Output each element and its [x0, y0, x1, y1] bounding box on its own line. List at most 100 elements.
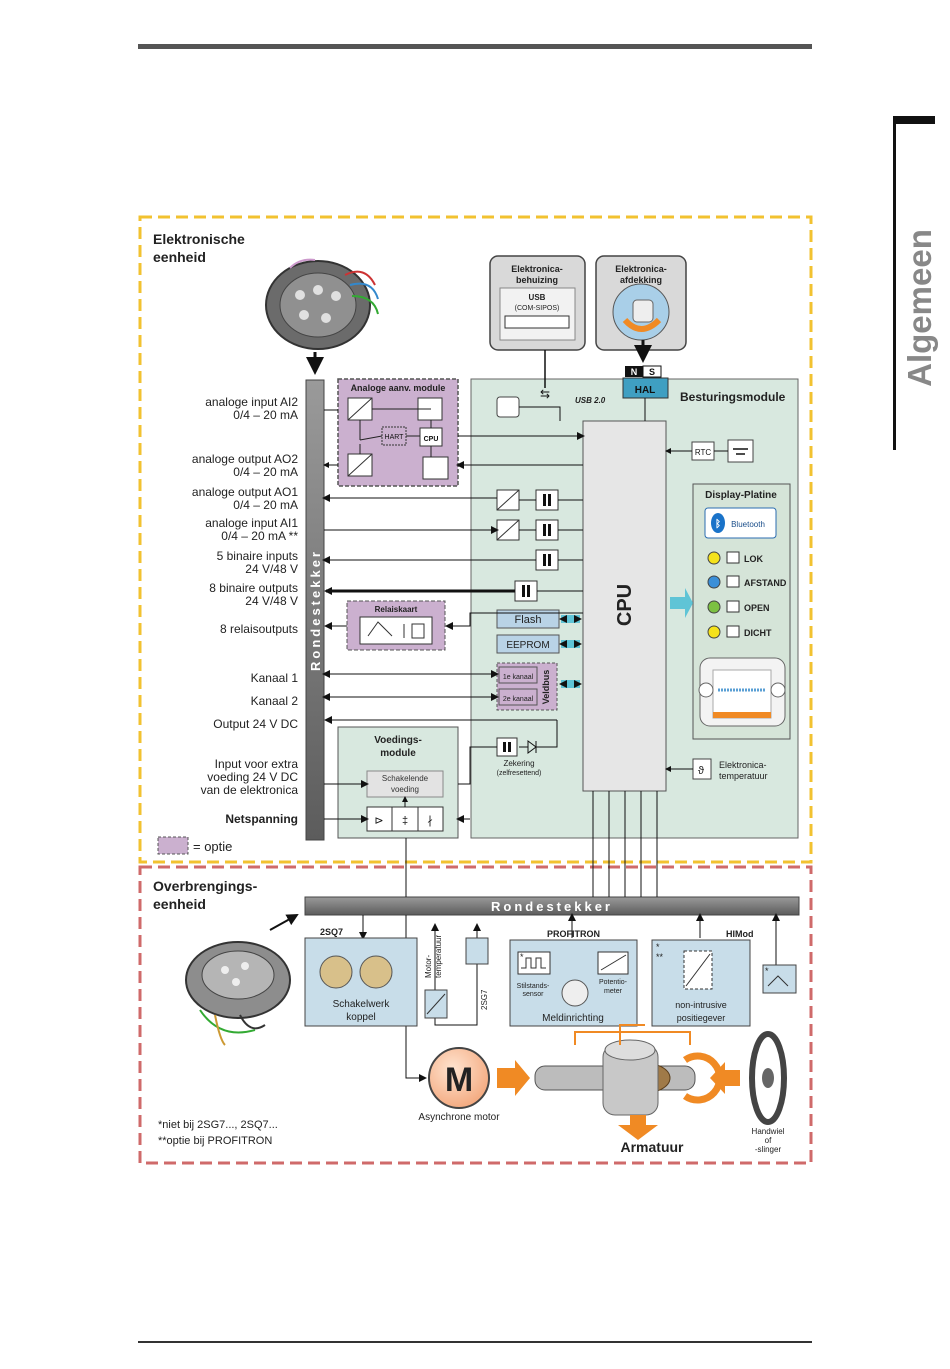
svg-text:RTC: RTC	[695, 448, 712, 457]
io-label-sub: 0/4 – 20 mA	[233, 465, 298, 479]
mains-label: Netspanning	[225, 812, 298, 826]
usb-port-icon	[496, 396, 520, 418]
svg-text:Zekering: Zekering	[503, 759, 534, 768]
svg-text:Elektronica-: Elektronica-	[511, 264, 563, 274]
io-label-sub: 0/4 – 20 mA	[233, 498, 298, 512]
svg-text:-slinger: -slinger	[755, 1145, 782, 1154]
svg-text:‡: ‡	[402, 815, 408, 827]
bluetooth-badge	[704, 507, 777, 539]
svg-text:of: of	[765, 1136, 772, 1145]
io-label: 8 binaire outputs	[209, 581, 298, 595]
svg-text:2SQ7: 2SQ7	[320, 927, 343, 937]
motor	[428, 1047, 490, 1109]
io-label: analoge output AO2	[192, 452, 298, 466]
opto-binary-inputs	[535, 549, 559, 571]
svg-text:eenheid: eenheid	[153, 249, 206, 265]
svg-text:sensor: sensor	[522, 991, 544, 998]
io-label: Output 24 V DC	[213, 717, 298, 731]
svg-text:1e kanaal: 1e kanaal	[503, 674, 534, 681]
opto-ai1	[535, 519, 559, 541]
indicator-label: LOK	[744, 554, 763, 564]
io-label: analoge input AI2	[205, 395, 298, 409]
svg-text:Elektronica-: Elektronica-	[615, 264, 667, 274]
svg-text:Bluetooth: Bluetooth	[731, 520, 765, 529]
transmission-unit-title: Overbrengings-	[153, 878, 258, 894]
indicator-icon	[726, 551, 740, 564]
io-label: analoge input AI1	[205, 516, 298, 530]
svg-text:2SG7: 2SG7	[480, 989, 489, 1010]
indicator-led	[707, 575, 721, 589]
indicator-label: DICHT	[744, 628, 772, 638]
svg-text:HART: HART	[385, 434, 405, 441]
svg-text:voeding: voeding	[391, 785, 419, 794]
usb-icon: ⇆	[540, 387, 550, 401]
adc-block-ao1	[496, 489, 520, 511]
indicator-label: AFSTAND	[744, 578, 787, 588]
svg-text:Elektronica-: Elektronica-	[719, 760, 767, 770]
switching-supply	[366, 770, 444, 798]
svg-text:HIMod: HIMod	[726, 929, 754, 939]
svg-text:**: **	[656, 952, 664, 962]
io-label: Kanaal 2	[251, 694, 299, 708]
svg-text:Display-Platine: Display-Platine	[705, 490, 777, 501]
indicator-icon	[726, 600, 740, 613]
svg-text:CPU: CPU	[424, 436, 439, 443]
io-label: analoge output AO1	[192, 485, 298, 499]
svg-text:eenheid: eenheid	[153, 896, 206, 912]
svg-text:Stilstands-: Stilstands-	[517, 983, 550, 990]
extra-supply-label: van de elektronica	[201, 783, 299, 797]
svg-text:(COM-SIPOS): (COM-SIPOS)	[515, 305, 560, 312]
svg-text:Handwiel: Handwiel	[752, 1127, 785, 1136]
opto-binary-outputs	[514, 580, 538, 602]
svg-text:EEPROM: EEPROM	[506, 640, 549, 651]
magnet-s: S	[649, 367, 655, 377]
svg-text:Schakelende: Schakelende	[382, 774, 429, 783]
battery-icon	[727, 439, 754, 463]
cpu-label: CPU	[614, 584, 636, 626]
gear-connector-image	[185, 941, 291, 1046]
transmission-unit-frame	[138, 865, 813, 1165]
connector-bar-vertical	[305, 379, 325, 841]
worm-gear-image	[534, 1024, 696, 1116]
svg-text:positiegever: positiegever	[677, 1013, 726, 1023]
io-label: 8 relaisoutputs	[220, 622, 298, 636]
legend-text: = optie	[193, 839, 232, 854]
svg-text:Asynchrone motor: Asynchrone motor	[418, 1112, 500, 1123]
bluetooth-icon	[711, 513, 725, 533]
indicator-icon	[726, 625, 740, 638]
svg-text:M: M	[445, 1061, 473, 1099]
connector-bar-label: Rondestekker	[308, 549, 323, 671]
2sg7-sensor	[465, 937, 489, 965]
extra-supply-label: Input voor extra	[215, 757, 299, 771]
svg-text:*: *	[765, 966, 769, 976]
svg-text:non-intrusive: non-intrusive	[675, 1000, 727, 1010]
electronic-unit-title: Elektronische	[153, 231, 245, 247]
svg-text:(zelfresettend): (zelfresettend)	[497, 770, 542, 777]
svg-text:behuizing: behuizing	[516, 275, 558, 285]
io-label-sub: 24 V/48 V	[245, 594, 298, 608]
handwheel-image	[749, 1031, 787, 1125]
legend-swatch	[157, 836, 189, 855]
valve-label: Armatuur	[620, 1139, 684, 1155]
side-tab: Algemeen	[893, 116, 938, 450]
footnote-1: *niet bij 2SG7..., 2SQ7...	[158, 1119, 278, 1131]
svg-text:∤: ∤	[427, 815, 433, 827]
indicator-led	[707, 551, 721, 565]
electronic-unit-frame	[138, 215, 813, 864]
adc-block-ai1	[496, 519, 520, 541]
svg-text:ᛒ: ᛒ	[715, 518, 721, 530]
valve-arrow	[618, 1115, 658, 1140]
io-label: 5 binaire inputs	[217, 549, 298, 563]
usb20-label: USB 2.0	[575, 396, 606, 405]
indicator-led	[707, 625, 721, 639]
svg-text:Relaiskaart: Relaiskaart	[375, 605, 418, 614]
svg-text:Schakelwerk: Schakelwerk	[333, 999, 391, 1010]
svg-text:2e kanaal: 2e kanaal	[503, 696, 534, 703]
connector-bar-horizontal	[304, 896, 800, 916]
svg-text:Motor-: Motor-	[424, 955, 433, 978]
svg-text:PROFITRON: PROFITRON	[547, 929, 600, 939]
